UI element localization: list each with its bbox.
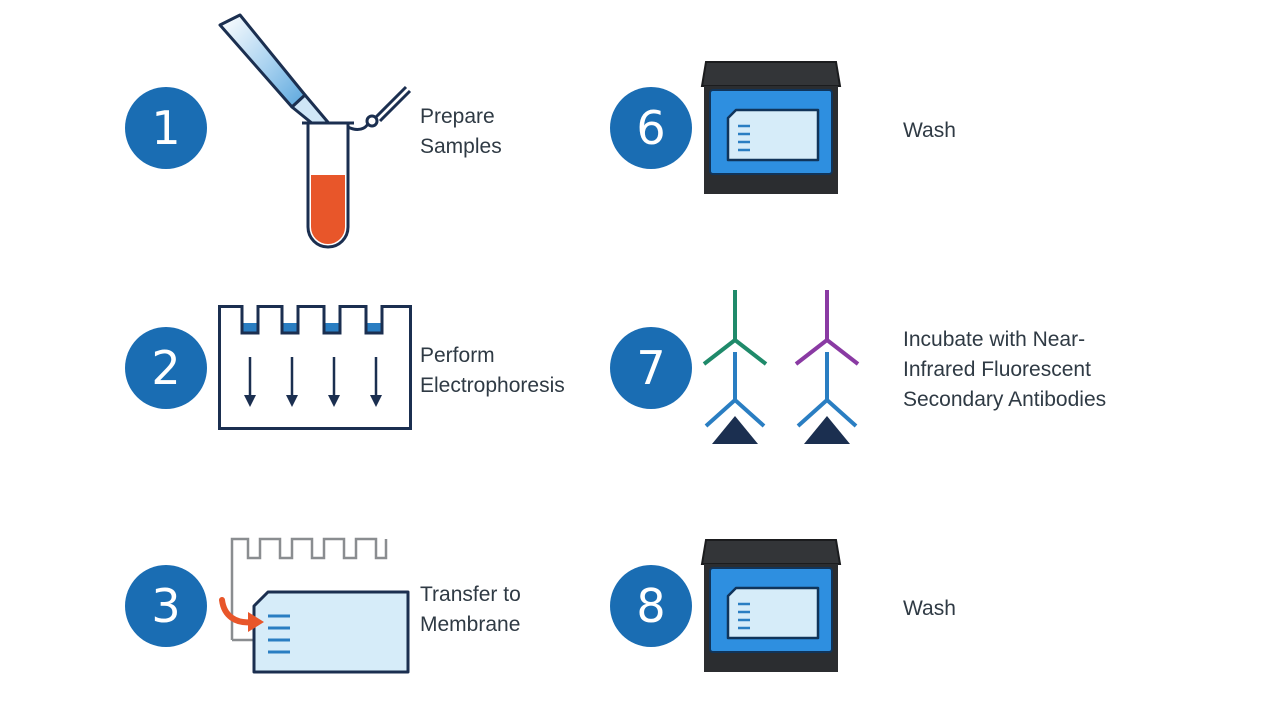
electrophoresis-gel-icon	[218, 305, 412, 430]
step-1-number: 1	[125, 87, 207, 169]
membrane-transfer-icon	[219, 537, 410, 674]
step-2-label: Perform Electrophoresis	[420, 344, 565, 397]
step-6-label: Wash	[903, 119, 956, 142]
step-2-number: 2	[125, 327, 207, 409]
step-8-number: 8	[610, 565, 692, 647]
step-3-label: Transfer to Membrane	[420, 583, 521, 636]
step-7-number: 7	[610, 327, 692, 409]
antibodies-icon	[702, 290, 860, 444]
step-1-label: Prepare Samples	[420, 105, 502, 158]
pipette-tube-icon	[218, 13, 412, 249]
step-3-number: 3	[125, 565, 207, 647]
step-8-label: Wash	[903, 597, 956, 620]
wash-tray-icon	[700, 539, 842, 672]
step-7-label: Incubate with Near- Infrared Fluorescent…	[903, 328, 1107, 411]
step-6-number: 6	[610, 87, 692, 169]
wash-tray-icon	[700, 61, 842, 194]
